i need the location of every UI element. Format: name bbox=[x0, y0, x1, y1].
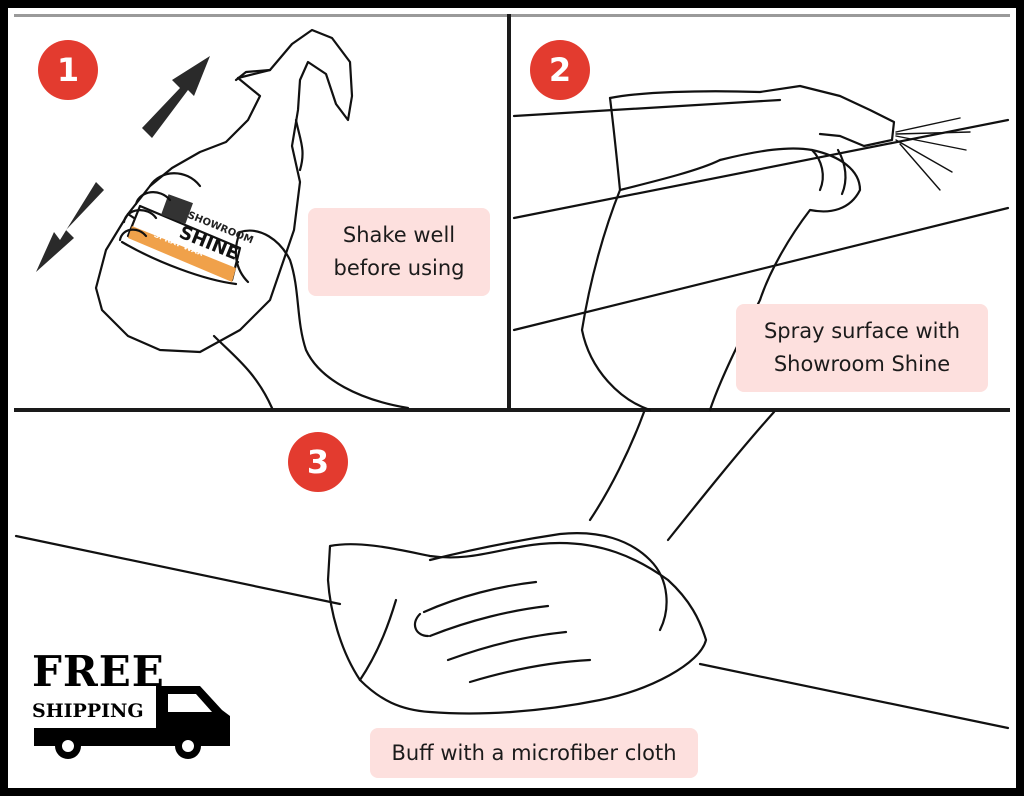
microfiber-cloth bbox=[326, 541, 708, 715]
free-shipping-line2: SHIPPING bbox=[32, 700, 144, 722]
step-2-line1: Spray surface with bbox=[763, 319, 961, 343]
step-1-line1: Shake well bbox=[342, 223, 456, 247]
shake-arrow-up-icon bbox=[142, 56, 210, 138]
step-3-badge: 3 bbox=[288, 432, 348, 492]
table-edge-panel3 bbox=[14, 534, 1010, 730]
step-2-badge: 2 bbox=[530, 40, 590, 100]
shake-arrow-down-icon bbox=[36, 182, 104, 272]
table-edge-panel2 bbox=[512, 98, 1010, 332]
step-2-callout: Spray surface with Showroom Shine bbox=[736, 304, 988, 392]
step-3-callout: Buff with a microfiber cloth bbox=[370, 728, 698, 778]
top-rule bbox=[14, 14, 1010, 17]
spray-mist bbox=[895, 117, 971, 191]
free-shipping-badge: FREE SHIPPING bbox=[30, 650, 250, 760]
step-1-badge: 1 bbox=[38, 40, 98, 100]
arm-buffing bbox=[588, 410, 776, 542]
bottle-label bbox=[126, 194, 242, 282]
step-1-line2: before using bbox=[333, 256, 465, 280]
spray-bottle-illustration bbox=[94, 28, 354, 354]
delivery-truck-icon bbox=[34, 686, 230, 759]
hand-holding-bottle bbox=[118, 172, 410, 410]
step-3-line1: Buff with a microfiber cloth bbox=[391, 740, 677, 765]
panel-divider-vertical bbox=[507, 14, 511, 410]
panel-divider-horizontal bbox=[14, 408, 1010, 412]
step-2-line2: Showroom Shine bbox=[773, 352, 951, 376]
free-shipping-line1: FREE bbox=[32, 647, 165, 696]
hand-on-cloth bbox=[413, 532, 668, 684]
step-1-callout: Shake well before using bbox=[308, 208, 490, 296]
